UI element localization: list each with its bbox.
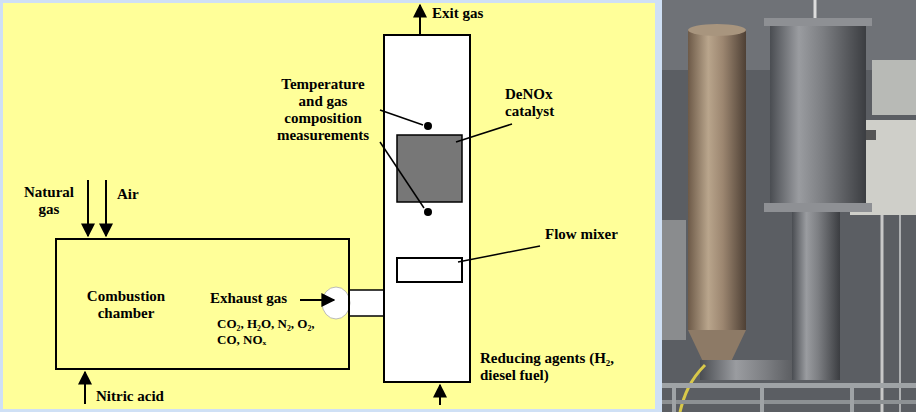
input-label: Nitric acid <box>96 388 206 405</box>
housing-flange <box>764 203 872 212</box>
exhaust-line <box>814 0 817 18</box>
housing-flange <box>764 18 872 26</box>
measurement-point <box>424 122 432 130</box>
reactor-housing <box>770 22 866 207</box>
leader-line <box>456 124 512 142</box>
input-label: Air <box>117 186 157 203</box>
instrument <box>872 60 916 115</box>
photo-background <box>662 0 916 412</box>
combustion-cylinder <box>688 30 746 330</box>
air-arrow <box>105 180 107 236</box>
box-title: Combustion chamber <box>71 288 181 322</box>
reducing-agent-arrow <box>439 385 441 405</box>
flow-mixer <box>397 258 462 282</box>
railing-post <box>672 383 676 412</box>
natural-gas-arrow <box>87 180 89 236</box>
part-label: Flow mixer <box>545 226 645 243</box>
support-rod <box>899 215 901 412</box>
input-label: Reducing agents (H₂, diesel fuel) <box>480 350 620 384</box>
background-equipment <box>662 220 686 340</box>
leader-line <box>458 246 540 262</box>
box-note: CO₂, H₂O, N₂, O₂, CO, NOₓ <box>217 316 317 348</box>
exhaust-pipe <box>350 290 386 316</box>
reactor-column <box>384 35 470 382</box>
exhaust-arrow <box>300 299 334 301</box>
support-rod <box>881 215 884 412</box>
denox-catalyst <box>397 135 462 202</box>
railing-post <box>850 383 854 412</box>
cable <box>680 365 705 412</box>
pipe-wall <box>350 315 384 317</box>
exhaust-port <box>322 287 350 319</box>
railing <box>662 400 916 404</box>
part-label: DeNOx catalyst <box>505 86 585 120</box>
cylinder-top <box>688 24 746 36</box>
box-note: Exhaust gas <box>210 290 305 307</box>
annotation-label: Temperature and gas composition measurem… <box>270 76 376 144</box>
diagram-panel <box>3 3 655 409</box>
input-label: Natural gas <box>18 184 80 218</box>
railing <box>662 383 916 388</box>
flow-label: Exit gas <box>432 5 522 22</box>
pipe-opening <box>385 291 389 315</box>
nitric-acid-arrow <box>84 372 86 404</box>
process-box: Combustion chamber Exhaust gasCO₂, H₂O, N… <box>55 238 350 370</box>
rig-photo <box>662 0 916 412</box>
reactor-tube <box>792 212 840 380</box>
exit-gas-arrow <box>419 5 421 34</box>
measurement-point <box>424 208 432 216</box>
leader-line <box>380 110 423 125</box>
leader-line <box>380 142 424 208</box>
pipe-wall <box>350 289 384 291</box>
railing-post <box>760 383 764 412</box>
